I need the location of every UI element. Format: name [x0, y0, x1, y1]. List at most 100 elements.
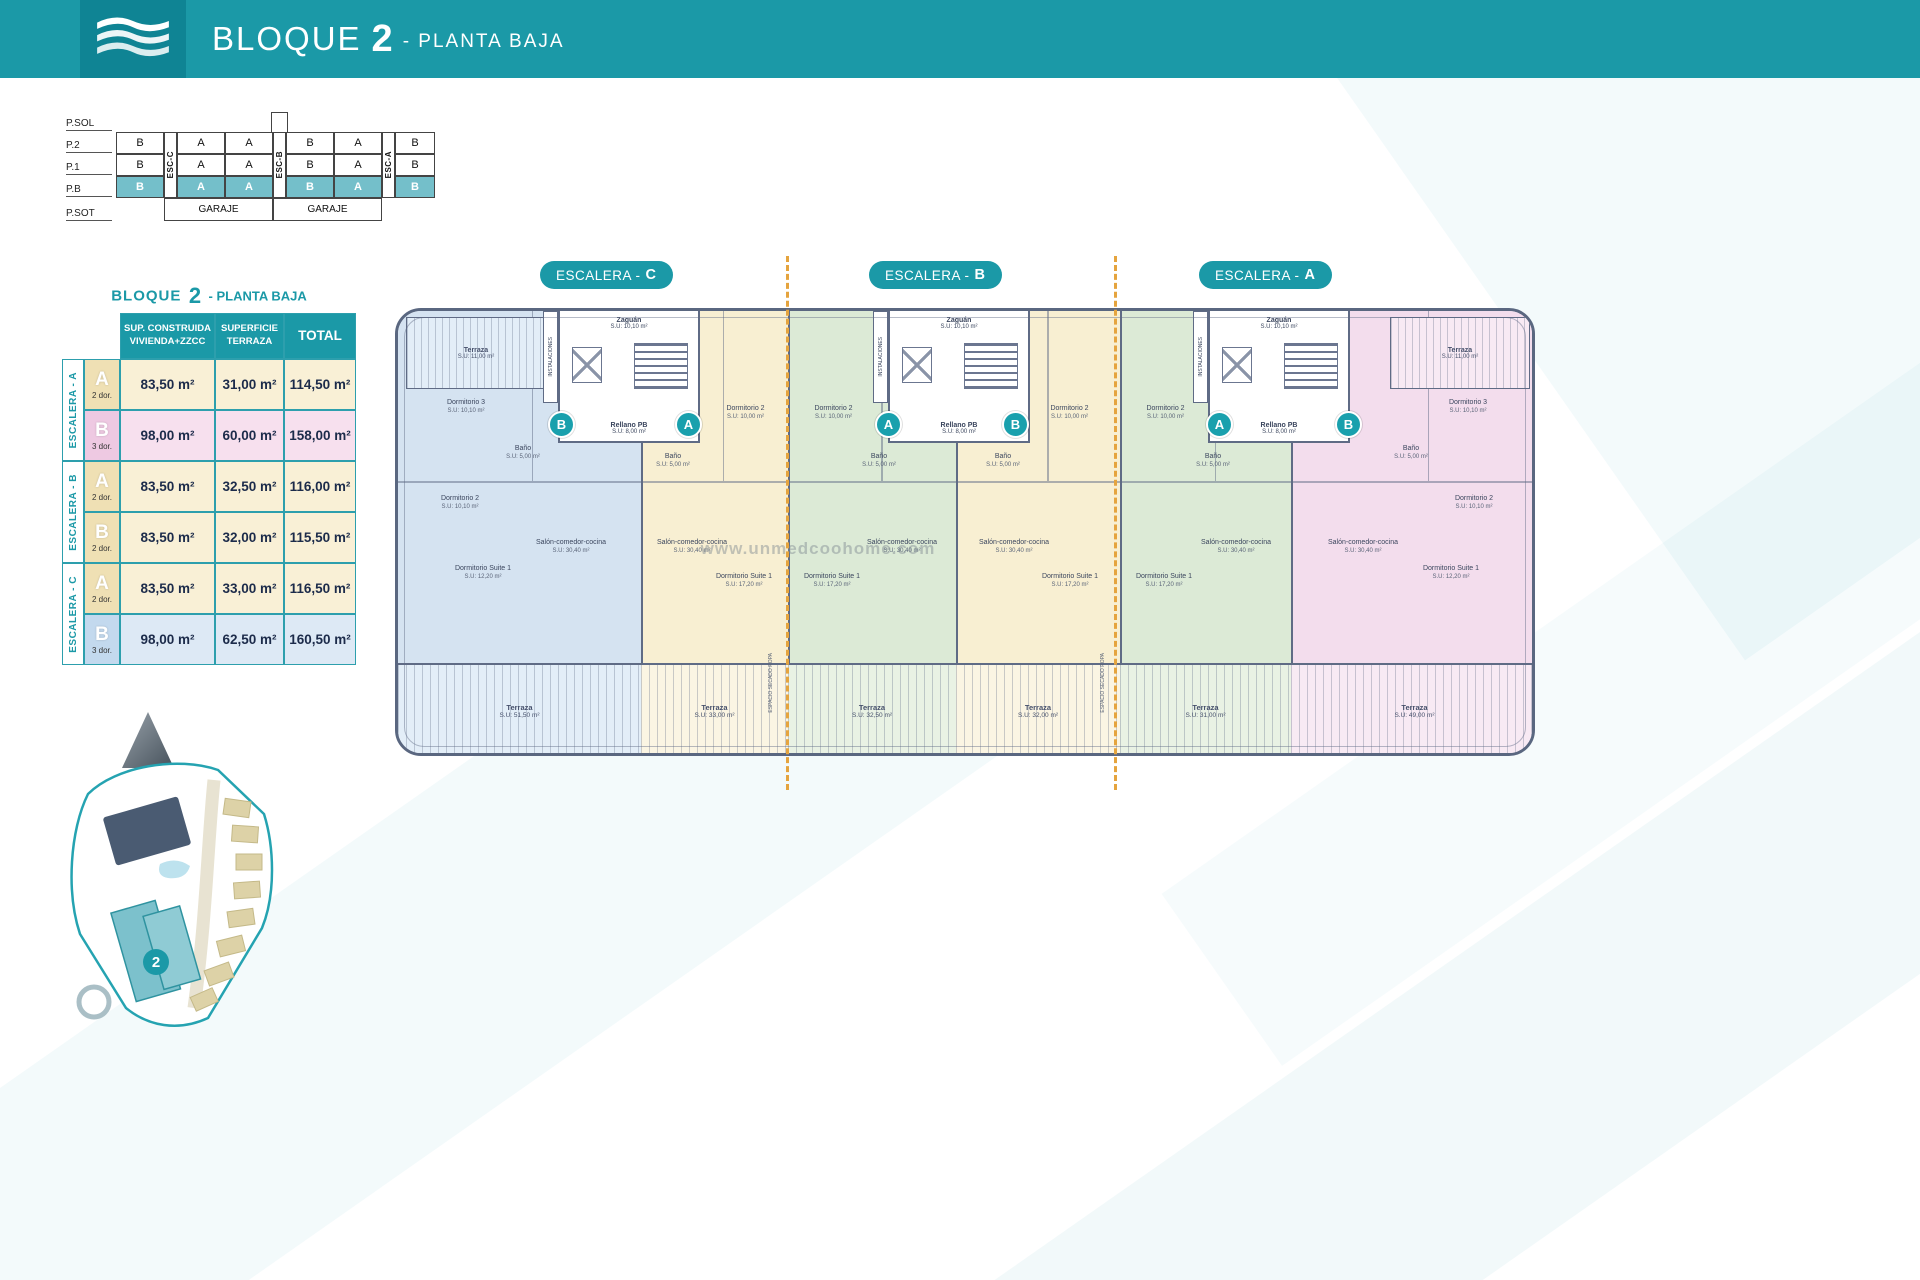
stack-cell-pb: B [116, 176, 164, 198]
floor-label: P.B [66, 176, 112, 197]
table-title-sub: - PLANTA BAJA [208, 288, 307, 304]
instalaciones-strip: INSTALACIONES [543, 311, 558, 403]
value-total: 116,00 m² [284, 461, 356, 512]
block-badge-number: 2 [152, 954, 160, 971]
col-header-total: TOTAL [284, 313, 356, 359]
value-construida: 98,00 m² [120, 614, 215, 665]
building-stack-diagram: P.SOL P.2 P.1 P.B P.SOT B A A B A B B A … [66, 112, 446, 237]
roundabout [76, 984, 112, 1020]
group-label-escalera-c: ESCALERA - C [62, 563, 84, 665]
pond [159, 860, 190, 879]
stairs-icon [964, 343, 1018, 389]
esc-column-label: ESC-A [382, 132, 395, 198]
elevator-icon [572, 347, 602, 383]
floor-label: P.SOT [66, 198, 112, 221]
wave-logo-icon [97, 17, 169, 57]
header-spacer [62, 313, 120, 359]
stack-cell: B [395, 154, 435, 176]
header-bar: BLOQUE 2 - PLANTA BAJA [0, 0, 1920, 78]
stack-cell: A [334, 154, 382, 176]
neighbor-block [103, 796, 191, 866]
value-total: 115,50 m² [284, 512, 356, 563]
stack-cell-pb: A [177, 176, 225, 198]
pill-escalera-c: ESCALERA -C [540, 261, 673, 289]
section-divider-line [1114, 256, 1117, 790]
esc-column-label: ESC-B [273, 132, 286, 198]
title-sub: - PLANTA BAJA [402, 31, 565, 52]
stack-cell: A [225, 154, 273, 176]
floor-label: P.2 [66, 132, 112, 153]
stack-cell-pb: B [395, 176, 435, 198]
site-map: 2 [70, 762, 274, 1027]
value-total: 158,00 m² [284, 410, 356, 461]
value-construida: 83,50 m² [120, 359, 215, 410]
secado-label: ESPACIO SECADO ROPA [768, 653, 774, 713]
table-title-block: BLOQUE [111, 287, 182, 305]
value-construida: 83,50 m² [120, 563, 215, 614]
secado-label: ESPACIO SECADO ROPA [1100, 653, 1106, 713]
unit-badge: B [548, 411, 575, 438]
table-title-number: 2 [188, 283, 202, 308]
value-terraza: 62,50 m² [215, 614, 284, 665]
value-total: 116,50 m² [284, 563, 356, 614]
stack-cell-pb: B [286, 176, 334, 198]
stack-cell: B [286, 154, 334, 176]
logo [80, 0, 186, 78]
stack-cell: A [177, 154, 225, 176]
value-terraza: 31,00 m² [215, 359, 284, 410]
instalaciones-strip: INSTALACIONES [1193, 311, 1208, 403]
unit-badge: A [875, 411, 902, 438]
neighbor-houses [189, 797, 263, 1012]
value-construida: 83,50 m² [120, 512, 215, 563]
value-construida: 83,50 m² [120, 461, 215, 512]
instalaciones-strip: INSTALACIONES [873, 311, 888, 403]
block-badge [143, 949, 169, 975]
elevator-icon [902, 347, 932, 383]
pill-escalera-b: ESCALERA -B [869, 261, 1002, 289]
group-label-escalera-a: ESCALERA - A [62, 359, 84, 461]
stack-cell-pb: A [225, 176, 273, 198]
garaje-box: GARAJE [273, 198, 382, 221]
value-total: 114,50 m² [284, 359, 356, 410]
stack-cell: A [225, 132, 273, 154]
unit-badge: B [1335, 411, 1362, 438]
value-terraza: 32,50 m² [215, 461, 284, 512]
floor-label: P.SOL [66, 112, 112, 131]
garaje-box: GARAJE [164, 198, 273, 221]
